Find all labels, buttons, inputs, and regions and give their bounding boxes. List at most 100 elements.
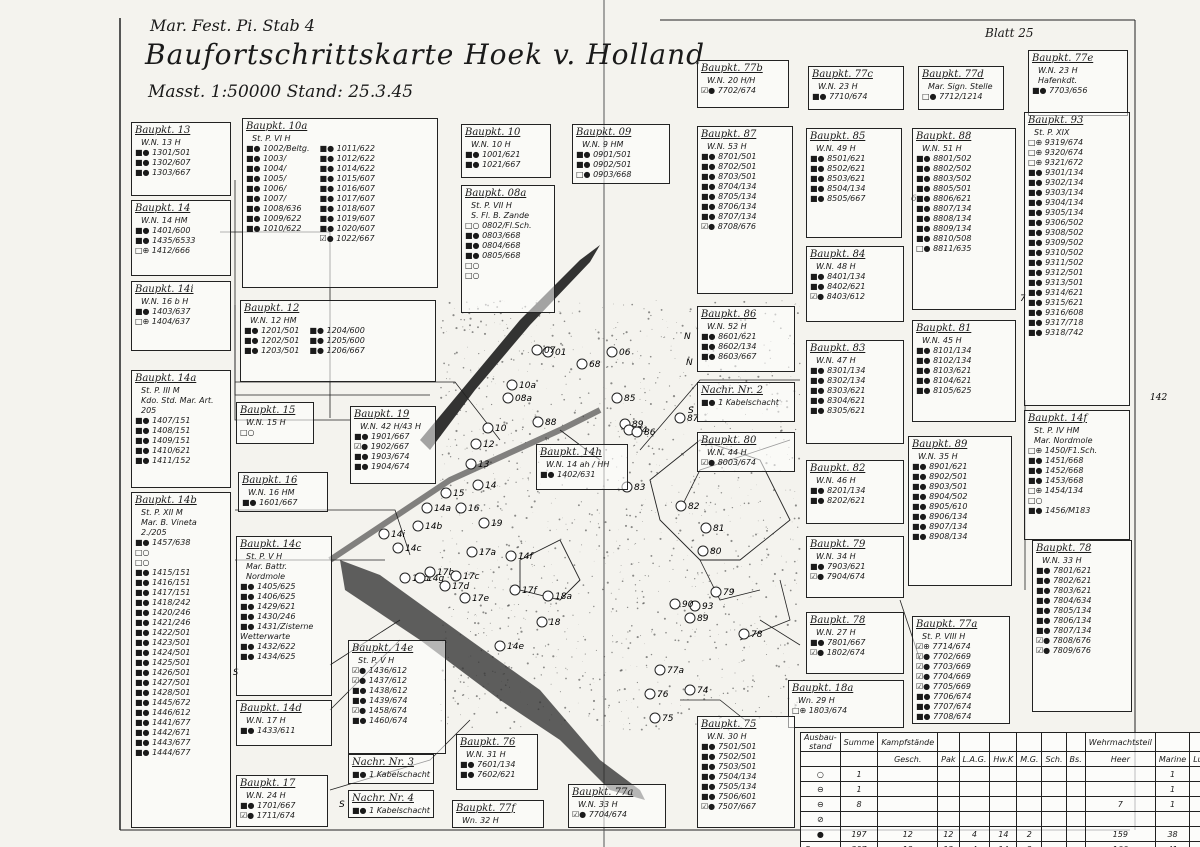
bunker-entry: Wetterwarte xyxy=(240,631,291,641)
box-title: Baupkt. 82 xyxy=(810,463,866,474)
map-label: 13 xyxy=(478,460,490,470)
bunker-entry: ■● 1435/6533 xyxy=(135,235,196,245)
map-label: 83 xyxy=(634,483,646,493)
map-label: 77a xyxy=(667,666,684,676)
bunker-entry: ■● 8801/502 xyxy=(916,153,972,163)
box-title: Nachr. Nr. 3 xyxy=(352,757,414,768)
bunker-entry: ■● 1407/151 xyxy=(135,415,191,425)
box-title: Baupkt. 14a xyxy=(135,373,197,384)
summary-cell xyxy=(958,796,991,812)
summary-cell xyxy=(1016,781,1043,797)
position-circle xyxy=(738,628,750,640)
bunker-entry: ■● 7903/621 xyxy=(810,561,866,571)
bunker-entry: ■● 8902/501 xyxy=(912,471,968,481)
bunker-entry: ☑● 8708/676 xyxy=(701,221,757,231)
bunker-entry: ■● 9304/134 xyxy=(1028,197,1084,207)
bunker-entry: ■● 1452/668 xyxy=(1028,465,1084,475)
bunker-entry: ■● 7506/601 xyxy=(701,791,757,801)
map-label: 14 xyxy=(485,481,497,491)
box-title: Baupkt. 14d xyxy=(240,703,302,714)
summary-cell xyxy=(1065,841,1086,847)
bunker-entry: ■● 9302/134 xyxy=(1028,177,1084,187)
bunker-entry: ■● 8802/502 xyxy=(916,163,972,173)
bunker-entry: ■● 9318/742 xyxy=(1028,327,1084,337)
position-circle xyxy=(684,684,696,696)
map-label: 93 xyxy=(702,602,714,612)
summary-cell xyxy=(1041,732,1067,752)
box-title: Baupkt. 17 xyxy=(240,778,296,789)
map-label: 68 xyxy=(589,360,601,370)
summary-cell xyxy=(989,811,1018,827)
box-subtitle: W.N. 20 H/H xyxy=(707,75,756,85)
map-label: 79 xyxy=(723,588,735,598)
bunker-entry: □⊕ 9320/674 xyxy=(1028,147,1084,157)
bunker-entry: ☑● 7808/676 xyxy=(1036,635,1092,645)
bunker-entry: ☑● 1437/612 xyxy=(352,675,408,685)
bunker-entry: ■● 0805/668 xyxy=(465,250,521,260)
bunker-entry: ■● 1411/152 xyxy=(135,455,191,465)
box-title: Baupkt. 77f xyxy=(456,803,516,814)
box-subtitle: W.N. 30 H xyxy=(707,731,747,741)
position-circle xyxy=(710,586,722,598)
bunker-entry: ■● 7502/501 xyxy=(701,751,757,761)
coast-band xyxy=(340,560,645,800)
map-label: S xyxy=(339,800,345,810)
bunker-entry: ■● 1433/611 xyxy=(240,725,296,735)
bunker-entry: ■● 1429/621 xyxy=(240,601,296,611)
map-label: 10 xyxy=(495,424,507,434)
summary-cell: 4 xyxy=(958,826,991,842)
bunker-entry: ☑● 7809/676 xyxy=(1036,645,1092,655)
bunker-entry: ■● 8202/621 xyxy=(810,495,866,505)
bunker-entry: □○ xyxy=(240,427,255,437)
summary-cell xyxy=(1084,766,1156,782)
summary-cell xyxy=(1065,766,1086,782)
summary-cell: 1 xyxy=(839,781,879,797)
map-label: 07 xyxy=(544,346,556,356)
bunker-entry: ■● 8806/621 xyxy=(916,193,972,203)
summary-cell xyxy=(989,766,1018,782)
bunker-entry: ■● 8105/625 xyxy=(916,385,972,395)
bunker-entry: ■● 8805/501 xyxy=(916,183,972,193)
summary-cell xyxy=(1189,796,1200,812)
box-title: Baupkt. 77a xyxy=(572,787,634,798)
bunker-entry: ■● 9305/134 xyxy=(1028,207,1084,217)
bunker-entry: ■● 1014/622 xyxy=(319,163,375,173)
bunker-entry: ■● 1401/600 xyxy=(135,225,191,235)
bunker-entry: ■● 8201/134 xyxy=(810,485,866,495)
summary-cell: Sch. xyxy=(1041,751,1067,767)
summary-cell xyxy=(1189,826,1200,842)
bunker-entry: ■● 7708/674 xyxy=(916,711,972,721)
box-subtitle: St. P. III M xyxy=(141,385,180,395)
summary-cell: Summe xyxy=(800,841,841,847)
bunker-entry: ■● 1203/501 xyxy=(244,345,300,355)
box-title: Baupkt. 09 xyxy=(576,127,632,138)
position-circle xyxy=(531,344,543,356)
bunker-entry: ■● 1410/621 xyxy=(135,445,191,455)
bunker-entry: ■● 8903/501 xyxy=(912,481,968,491)
box-title: Baupkt. 10 xyxy=(465,127,521,138)
bunker-entry: ■● 8908/134 xyxy=(912,531,968,541)
position-circle xyxy=(631,426,643,438)
summary-cell: Bs. xyxy=(1065,751,1086,767)
bunker-entry: ☑● 7702/669 xyxy=(916,651,972,661)
position-circle xyxy=(669,598,681,610)
box-subtitle: W.N. 12 HM xyxy=(250,315,297,325)
box-subtitle: W.N. 17 H xyxy=(246,715,286,725)
summary-cell xyxy=(1065,826,1086,842)
box-subtitle: St. P. V H xyxy=(246,551,283,561)
bunker-entry: ■● 1010/622 xyxy=(246,223,302,233)
bunker-entry: ■● 1424/501 xyxy=(135,647,191,657)
box-subtitle: St. P. XIX xyxy=(1034,127,1070,137)
bunker-entry: ■● 1453/668 xyxy=(1028,475,1084,485)
box-subtitle: St. P. XII M xyxy=(141,507,183,517)
box-subtitle: Wn. 29 H xyxy=(798,695,835,705)
bunker-entry: ☑● 1436/612 xyxy=(352,665,408,675)
bunker-entry: ■● 8905/610 xyxy=(912,501,968,511)
